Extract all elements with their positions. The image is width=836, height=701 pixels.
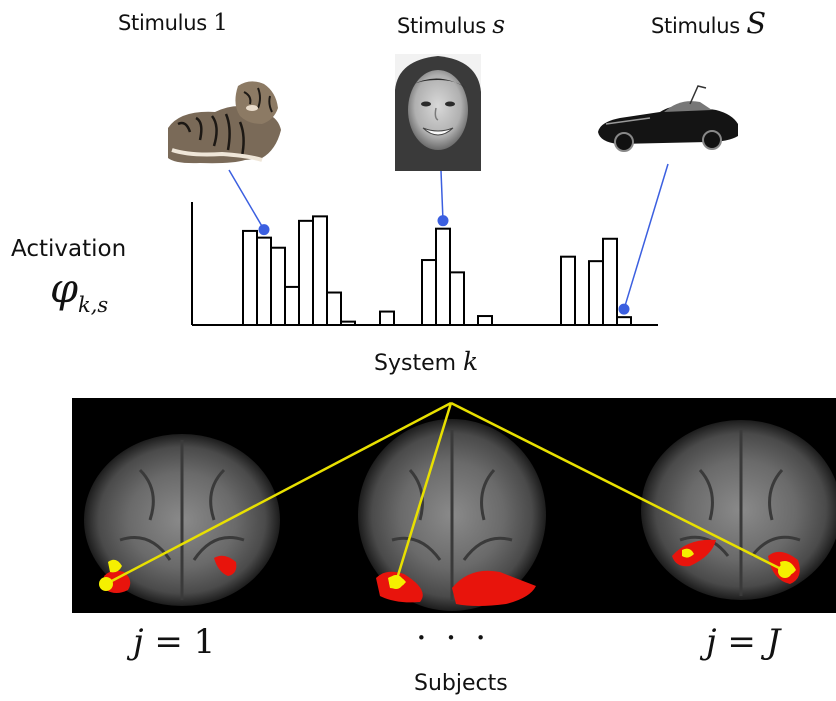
car-image bbox=[598, 85, 738, 152]
stimulus-S-symbol: S bbox=[746, 6, 766, 40]
activation-symbol: φk,s bbox=[50, 266, 108, 317]
brain-panel bbox=[72, 398, 836, 613]
stimulus-1-label: Stimulus 1 bbox=[118, 10, 228, 36]
stimulus-s-label: Stimulus s bbox=[397, 10, 505, 39]
face-image bbox=[395, 54, 481, 171]
bar-group2-6 bbox=[449, 271, 465, 326]
phi-symbol: φ bbox=[50, 266, 79, 312]
bar-group1-3 bbox=[270, 246, 286, 326]
bar-group2-8 bbox=[477, 315, 493, 327]
tiger-image bbox=[168, 81, 281, 164]
subject-first-label: j = 1 bbox=[133, 622, 215, 662]
subjects-label: Subjects bbox=[414, 671, 508, 696]
system-axis-symbol: k bbox=[463, 347, 479, 376]
stimulus-s-symbol: s bbox=[492, 10, 505, 39]
bar-group3-8 bbox=[616, 316, 632, 327]
bar-group2-4 bbox=[421, 259, 437, 327]
pointer-dot-2 bbox=[437, 215, 449, 227]
subject-connector-lines bbox=[99, 401, 792, 591]
connector-line-1 bbox=[105, 401, 452, 586]
subject-ellipsis: · · · bbox=[416, 618, 491, 658]
pointer-dot-3 bbox=[618, 303, 630, 315]
brain-scan-3 bbox=[641, 420, 836, 600]
bar-group3-4 bbox=[560, 255, 576, 326]
bar-chart bbox=[191, 163, 669, 327]
bar-group1-8 bbox=[340, 320, 356, 327]
brain-scan-2 bbox=[358, 419, 546, 611]
stimulus-1-prefix: Stimulus bbox=[118, 11, 207, 35]
system-axis-label: System k bbox=[374, 347, 478, 376]
subject-first-eq: = bbox=[154, 622, 183, 662]
phi-subscript: k,s bbox=[78, 293, 109, 317]
connector-line-2 bbox=[394, 402, 453, 583]
subject-last-label: j = J bbox=[706, 622, 780, 662]
pointer-line-2 bbox=[440, 170, 444, 221]
subject-last-val: J bbox=[766, 622, 781, 662]
pointer-line-1 bbox=[228, 169, 265, 231]
pointer-line-3 bbox=[623, 163, 669, 310]
subject-first-var: j bbox=[133, 622, 144, 662]
bar-group2-1 bbox=[379, 310, 395, 326]
stimulus-s-prefix: Stimulus bbox=[397, 14, 486, 38]
connector-dot-1 bbox=[99, 577, 113, 591]
stimulus-S-label: Stimulus S bbox=[651, 6, 766, 40]
bar-group3-7 bbox=[602, 237, 618, 326]
bar-group1-5 bbox=[298, 219, 314, 326]
bar-group1-7 bbox=[326, 291, 342, 326]
bar-group3-6 bbox=[588, 260, 604, 327]
connector-line-3 bbox=[450, 401, 786, 573]
stimulus-1-symbol: 1 bbox=[213, 10, 228, 36]
system-axis-text: System bbox=[374, 351, 457, 376]
connector-dot-2 bbox=[389, 575, 403, 589]
activation-label: Activation bbox=[11, 236, 127, 262]
pointer-dot-1 bbox=[258, 224, 270, 236]
subject-last-eq: = bbox=[727, 622, 756, 662]
connector-dot-3 bbox=[778, 564, 792, 578]
bar-group1-4 bbox=[284, 285, 300, 327]
bar-group2-5 bbox=[435, 227, 451, 326]
stimulus-S-prefix: Stimulus bbox=[651, 14, 740, 38]
bar-group1-1 bbox=[242, 229, 258, 326]
bar-group1-2 bbox=[256, 236, 272, 326]
subject-last-var: j bbox=[706, 622, 717, 662]
subject-first-val: 1 bbox=[193, 622, 216, 662]
bar-group1-6 bbox=[312, 215, 328, 326]
